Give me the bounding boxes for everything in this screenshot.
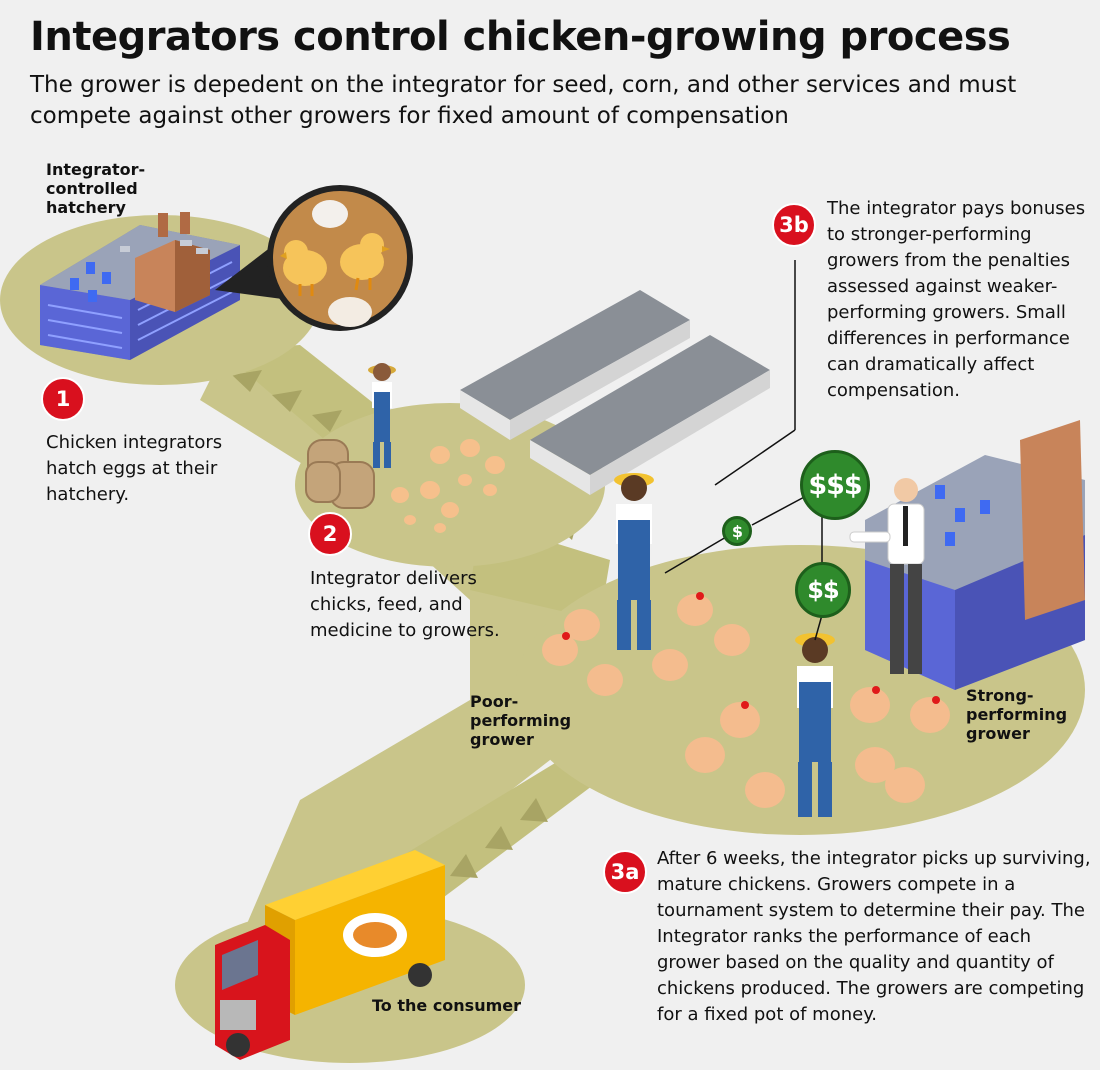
chickens-strong-group-icon: [685, 687, 950, 808]
money-medium-icon: $$: [795, 562, 851, 618]
step-3b-text: The integrator pays bonuses to stronger-…: [827, 198, 1086, 401]
chicken-house-icon: [530, 335, 770, 495]
step-3b-badge: 3b: [772, 203, 816, 247]
leader-lines: [664, 260, 823, 641]
chicken-house-icon: [460, 290, 690, 440]
step-3a-badge: 3a: [603, 850, 647, 894]
farm-zone: [295, 403, 605, 567]
page-subtitle: The grower is depedent on the integrator…: [30, 72, 1017, 129]
strong-grower-label: Strong- performing grower: [966, 686, 1068, 743]
money-large-icon: $$$: [800, 450, 870, 520]
hatchery-label: Integrator- controlled hatchery: [46, 160, 146, 217]
poor-grower-label: Poor- performing grower: [470, 692, 572, 749]
step-3a-text: After 6 weeks, the integrator picks up s…: [657, 848, 1091, 1025]
feed-sacks-icon: [305, 439, 375, 509]
step-1-badge: 1: [41, 377, 85, 421]
poor-grower-figure-icon: [614, 473, 654, 650]
step-2-badge: 2: [308, 512, 352, 556]
chicks-group-icon: [391, 439, 505, 533]
page-title: Integrators control chicken-growing proc…: [30, 14, 1011, 60]
money-small-icon: $: [722, 516, 752, 546]
consumer-label: To the consumer: [372, 996, 522, 1015]
step-2-text: Integrator delivers chicks, feed, and me…: [310, 568, 500, 641]
delivery-truck-icon: [215, 850, 445, 1060]
chick-magnifier-icon: [215, 185, 413, 331]
step-1-text: Chicken integrators hatch eggs at their …: [46, 432, 223, 505]
chickens-poor-group-icon: [542, 594, 750, 696]
strong-grower-figure-icon: [795, 633, 835, 817]
integrator-man-icon: [849, 478, 925, 674]
farmer-figure-icon: [368, 363, 396, 468]
hatchery-building-icon: [40, 212, 240, 360]
